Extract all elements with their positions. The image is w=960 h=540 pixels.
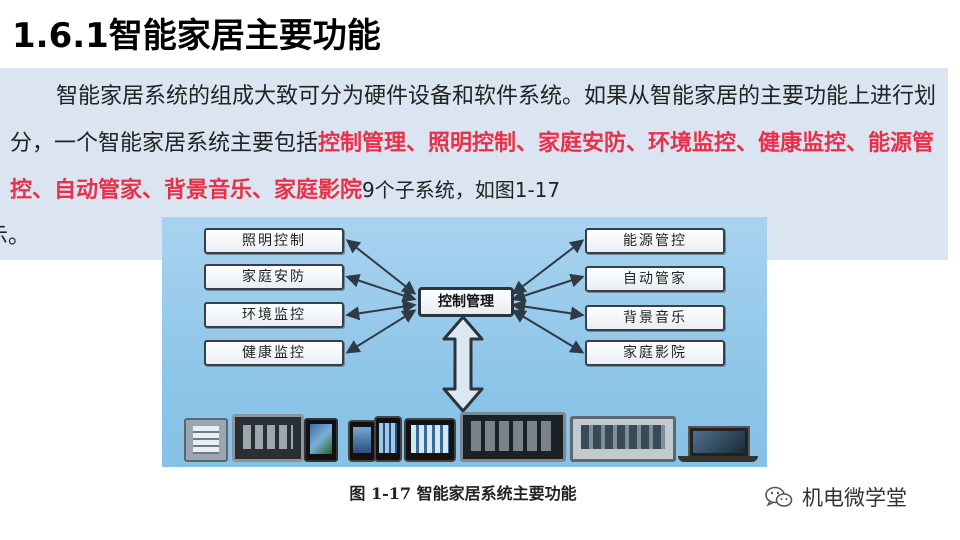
brand-watermark: 机电微学堂 <box>764 484 907 510</box>
wall-switch-panel-icon <box>184 418 228 462</box>
paragraph-suffix: 9个子系统，如图1-17 <box>362 178 561 202</box>
tablet-icon <box>404 418 456 462</box>
touch-panel-icon <box>232 414 304 462</box>
function-box-environment: 环境监控 <box>204 302 344 328</box>
device-row <box>178 410 758 462</box>
brand-name: 机电微学堂 <box>802 486 907 510</box>
function-box-lighting: 照明控制 <box>204 228 344 254</box>
diagram-arrows <box>345 239 585 413</box>
function-box-music: 背景音乐 <box>585 305 725 331</box>
paragraph-lead: 智能家居系统的组成大致可分为硬件设备和软件系统。如果从智能家居的主要功能上进行划… <box>10 84 937 156</box>
slide-title: 1.6.1智能家居主要功能 <box>12 16 381 56</box>
center-control-box: 控制管理 <box>418 287 514 317</box>
smartphone-icon-2 <box>374 416 402 462</box>
function-box-security: 家庭安防 <box>204 264 344 290</box>
tablet-small-icon <box>304 418 338 462</box>
intro-paragraph: 智能家居系统的组成大致可分为硬件设备和软件系统。如果从智能家居的主要功能上进行划… <box>0 74 940 260</box>
smartphone-icon <box>348 420 376 462</box>
function-box-theater: 家庭影院 <box>585 340 725 366</box>
function-box-health: 健康监控 <box>204 340 344 366</box>
wechat-icon <box>765 486 793 507</box>
laptop-icon <box>678 426 758 462</box>
paragraph-tail: 所示。 <box>0 224 31 249</box>
wide-display-panel-icon <box>570 416 676 462</box>
control-panel-icon <box>460 412 566 462</box>
figure-caption: 图 1-17 智能家居系统主要功能 <box>349 484 577 503</box>
function-box-energy: 能源管控 <box>585 228 725 254</box>
function-box-butler: 自动管家 <box>585 266 725 292</box>
paragraph-highlight: 控制管理、照明控制、家庭安防、环境监控、健康监控、能源管控、自动管家、背景音乐、… <box>10 130 935 203</box>
